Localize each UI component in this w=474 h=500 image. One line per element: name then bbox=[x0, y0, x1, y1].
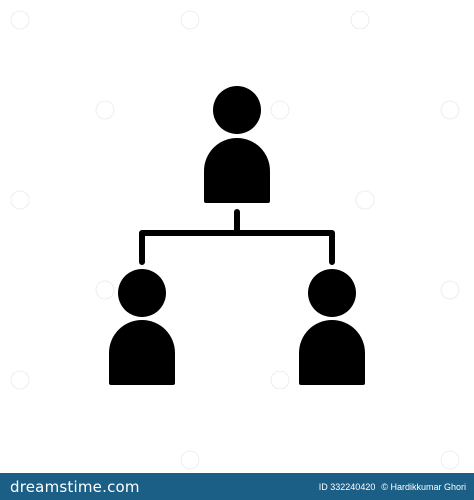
person-bottom-right-head bbox=[308, 269, 356, 317]
image-id-label: ID 332240420 bbox=[318, 481, 376, 492]
dreamstime-logo: dreamstime.com bbox=[10, 477, 140, 496]
person-bottom-left-body bbox=[109, 320, 175, 385]
footer-bar: dreamstime.com ID 332240420 © Hardikkuma… bbox=[0, 473, 474, 500]
hierarchy-connector-lines bbox=[139, 209, 335, 265]
person-bottom-right-icon bbox=[299, 269, 365, 385]
person-bottom-right-body bbox=[299, 320, 365, 385]
person-top-icon bbox=[204, 86, 270, 203]
footer-credit: ID 332240420 © Hardikkumar Ghori bbox=[319, 482, 466, 492]
person-top-body bbox=[204, 138, 270, 203]
watermark-pattern bbox=[10, 10, 460, 470]
connector-horizontal-branch bbox=[139, 230, 335, 265]
organization-hierarchy-icon bbox=[10, 10, 460, 470]
author-credit: © Hardikkumar Ghori bbox=[381, 481, 466, 492]
person-bottom-left-icon bbox=[109, 269, 175, 385]
person-top-head bbox=[213, 86, 261, 134]
person-bottom-left-head bbox=[118, 269, 166, 317]
